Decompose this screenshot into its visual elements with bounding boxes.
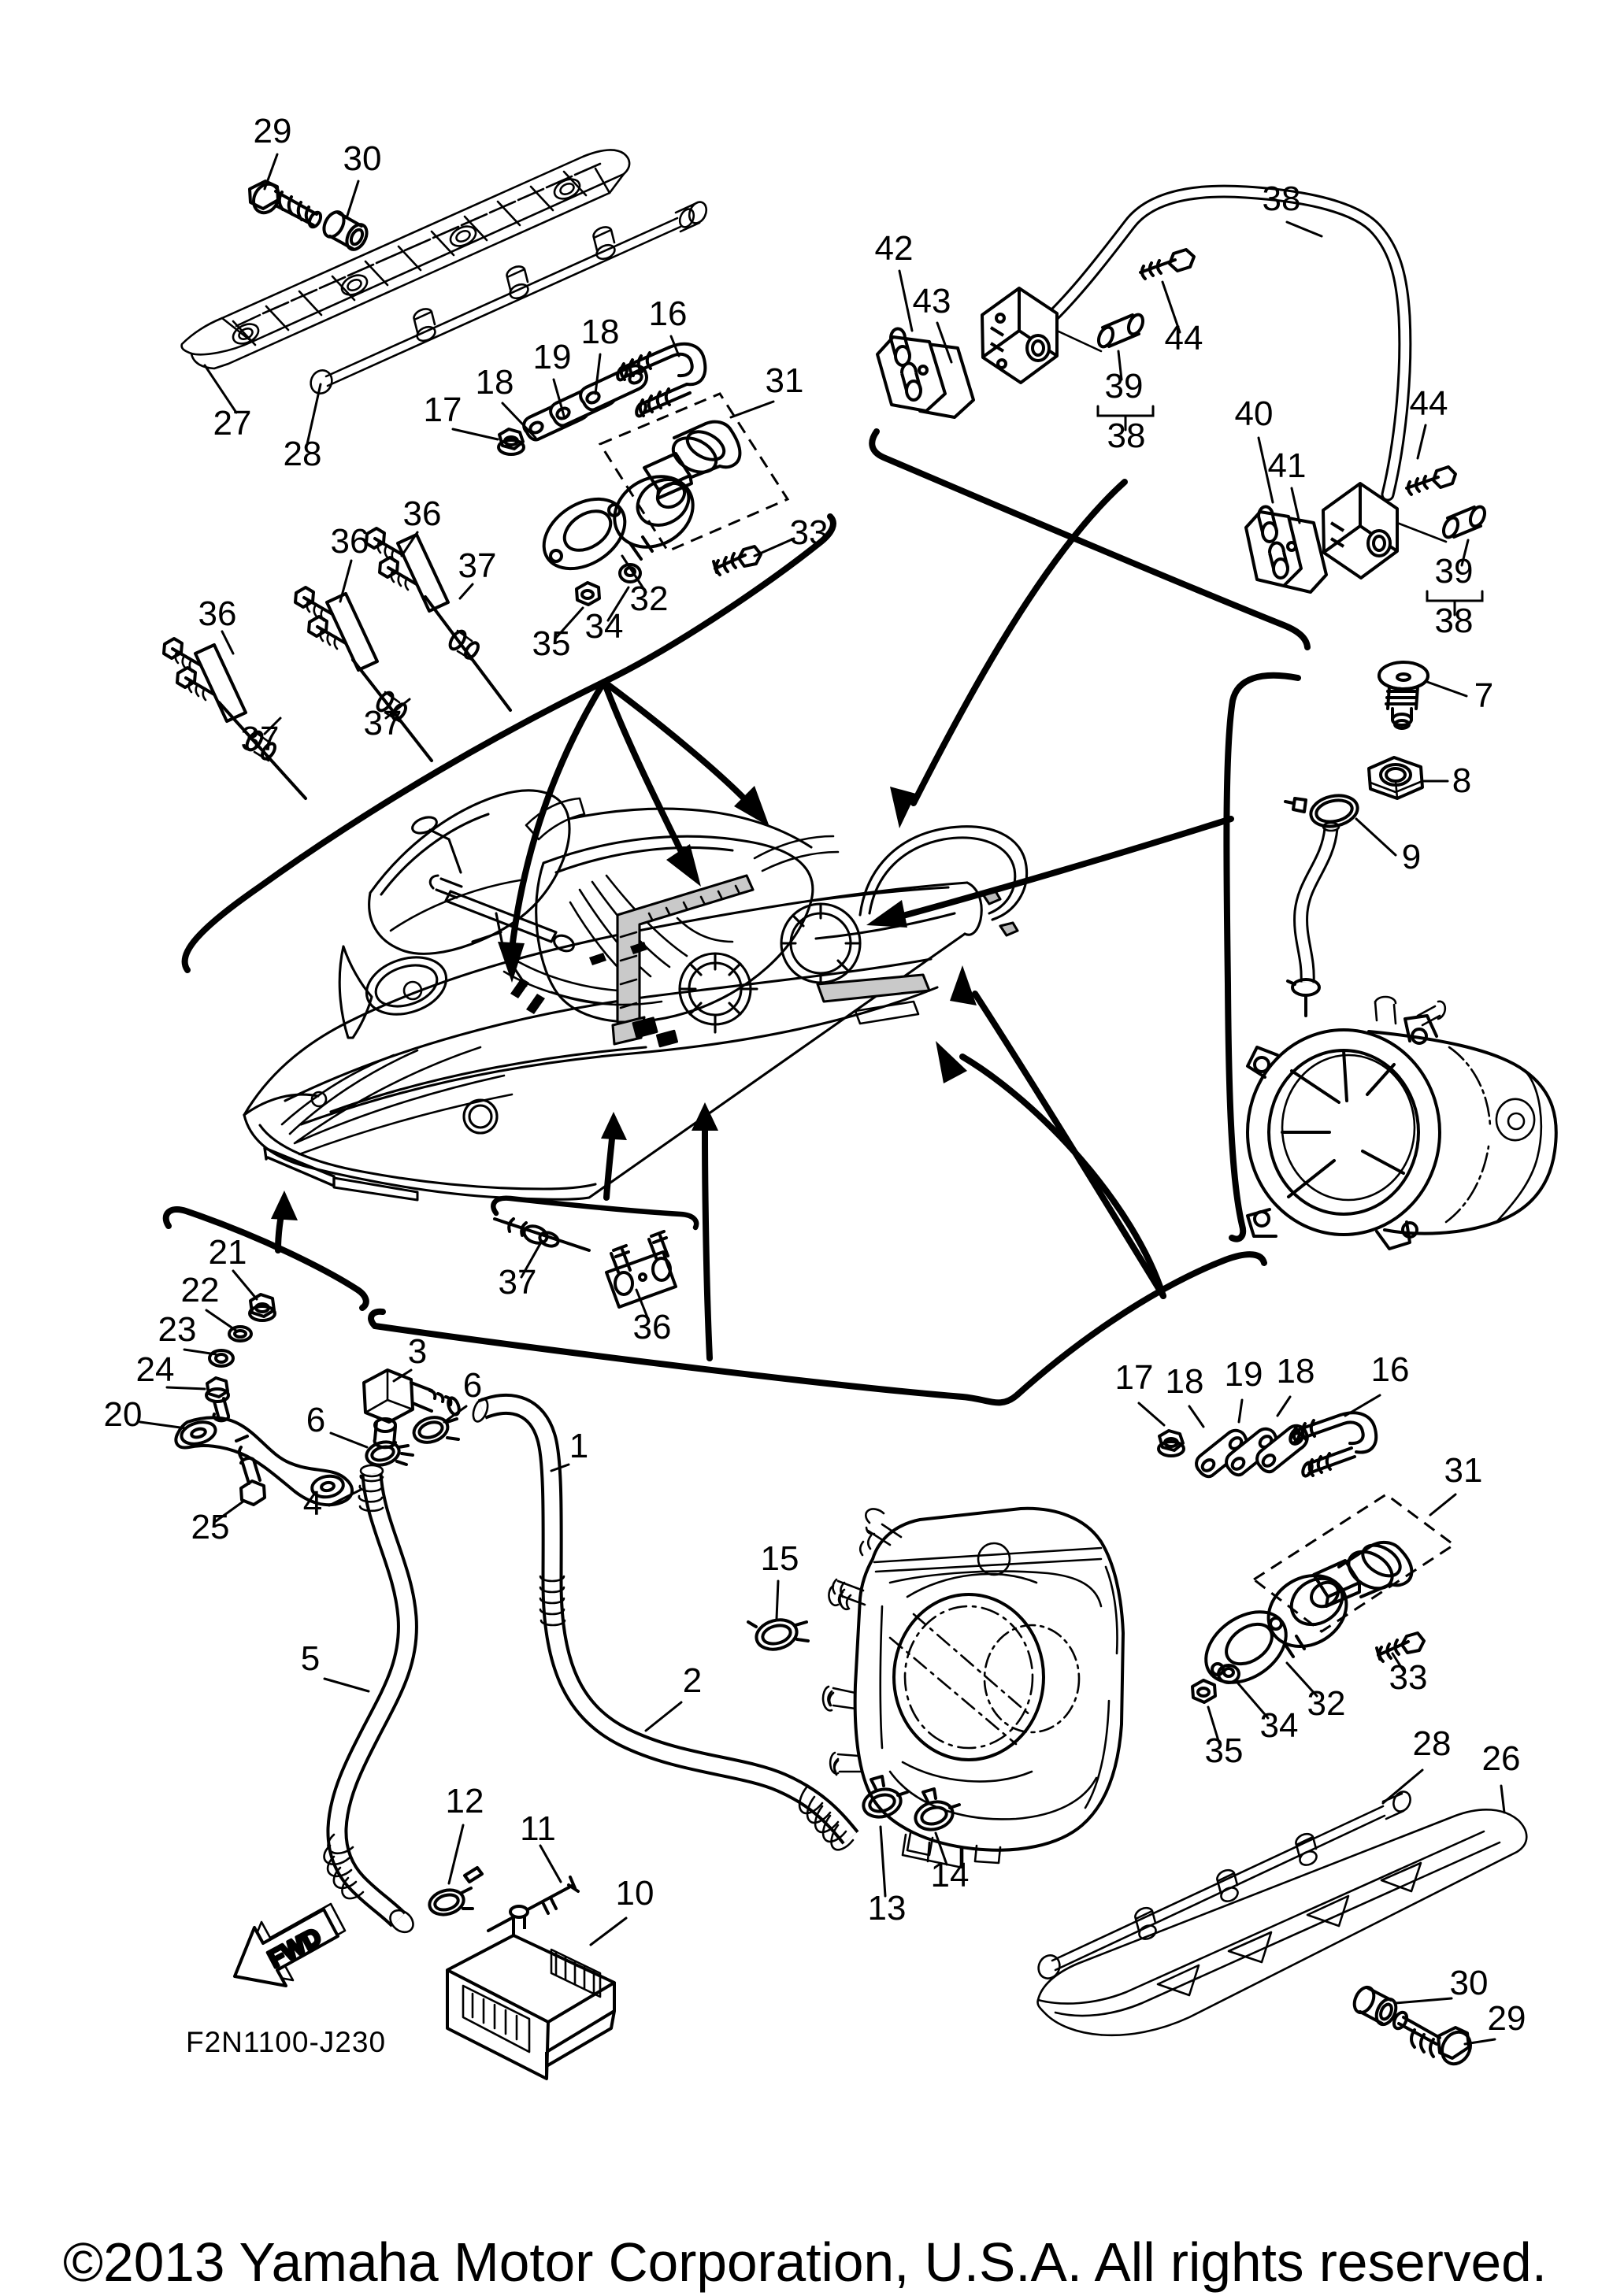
svg-text:F2N1100-J230: F2N1100-J230 [186,2026,386,2058]
svg-text:42: 42 [875,229,914,268]
svg-text:34: 34 [1260,1706,1299,1745]
svg-text:35: 35 [1205,1731,1244,1770]
svg-text:3: 3 [408,1332,427,1371]
svg-text:21: 21 [209,1233,247,1272]
svg-text:44: 44 [1410,384,1448,423]
svg-text:18: 18 [1277,1352,1315,1391]
svg-text:19: 19 [533,338,572,376]
svg-text:5: 5 [301,1639,320,1678]
svg-text:28: 28 [284,435,322,473]
svg-text:38: 38 [1435,602,1474,640]
svg-text:6: 6 [463,1366,482,1405]
svg-text:16: 16 [649,294,688,333]
svg-text:20: 20 [104,1395,143,1434]
svg-text:17: 17 [424,391,462,429]
svg-text:36: 36 [198,594,237,633]
svg-text:15: 15 [761,1539,799,1578]
svg-text:34: 34 [585,607,624,646]
svg-text:38: 38 [1263,180,1301,218]
svg-text:36: 36 [331,522,369,561]
svg-text:©2013 Yamaha Motor Corporation: ©2013 Yamaha Motor Corporation, U.S.A. A… [63,2231,1547,2293]
svg-text:30: 30 [343,139,382,178]
svg-text:40: 40 [1235,394,1274,433]
svg-text:37: 37 [364,704,402,742]
svg-text:7: 7 [1474,676,1493,715]
svg-text:36: 36 [403,494,442,533]
svg-text:16: 16 [1371,1350,1410,1389]
svg-text:8: 8 [1452,761,1471,800]
svg-text:1: 1 [569,1427,588,1465]
svg-text:22: 22 [181,1271,220,1309]
svg-text:10: 10 [616,1874,654,1913]
svg-text:43: 43 [913,282,951,320]
svg-text:6: 6 [306,1401,325,1439]
svg-text:28: 28 [1413,1724,1452,1763]
svg-text:24: 24 [136,1350,175,1389]
svg-text:37: 37 [241,720,280,758]
svg-text:32: 32 [630,580,669,618]
svg-text:13: 13 [868,1889,907,1928]
svg-text:38: 38 [1107,417,1146,455]
svg-text:41: 41 [1268,446,1307,485]
svg-text:35: 35 [532,624,571,663]
svg-text:37: 37 [499,1263,537,1302]
svg-text:19: 19 [1225,1355,1263,1394]
svg-text:18: 18 [1166,1362,1204,1401]
svg-text:36: 36 [633,1308,672,1346]
svg-text:17: 17 [1115,1358,1154,1397]
svg-text:23: 23 [158,1310,197,1349]
svg-text:29: 29 [254,112,292,150]
svg-text:33: 33 [790,513,829,552]
svg-text:31: 31 [766,361,804,400]
svg-text:18: 18 [581,313,620,351]
svg-text:18: 18 [476,363,514,402]
svg-text:44: 44 [1165,319,1203,357]
svg-text:39: 39 [1435,552,1474,591]
svg-text:2: 2 [683,1661,702,1700]
svg-text:9: 9 [1402,838,1421,876]
svg-text:26: 26 [1482,1739,1521,1778]
svg-text:37: 37 [458,546,497,585]
svg-text:11: 11 [520,1809,556,1848]
svg-text:39: 39 [1105,367,1144,406]
svg-text:14: 14 [931,1856,970,1894]
svg-text:33: 33 [1389,1658,1428,1697]
svg-text:29: 29 [1488,1999,1526,2038]
svg-text:30: 30 [1450,1964,1489,2002]
svg-text:12: 12 [446,1782,484,1820]
svg-text:31: 31 [1444,1451,1483,1490]
svg-text:25: 25 [191,1508,230,1546]
svg-text:4: 4 [303,1484,322,1523]
svg-text:32: 32 [1307,1684,1346,1723]
svg-text:27: 27 [213,404,252,443]
